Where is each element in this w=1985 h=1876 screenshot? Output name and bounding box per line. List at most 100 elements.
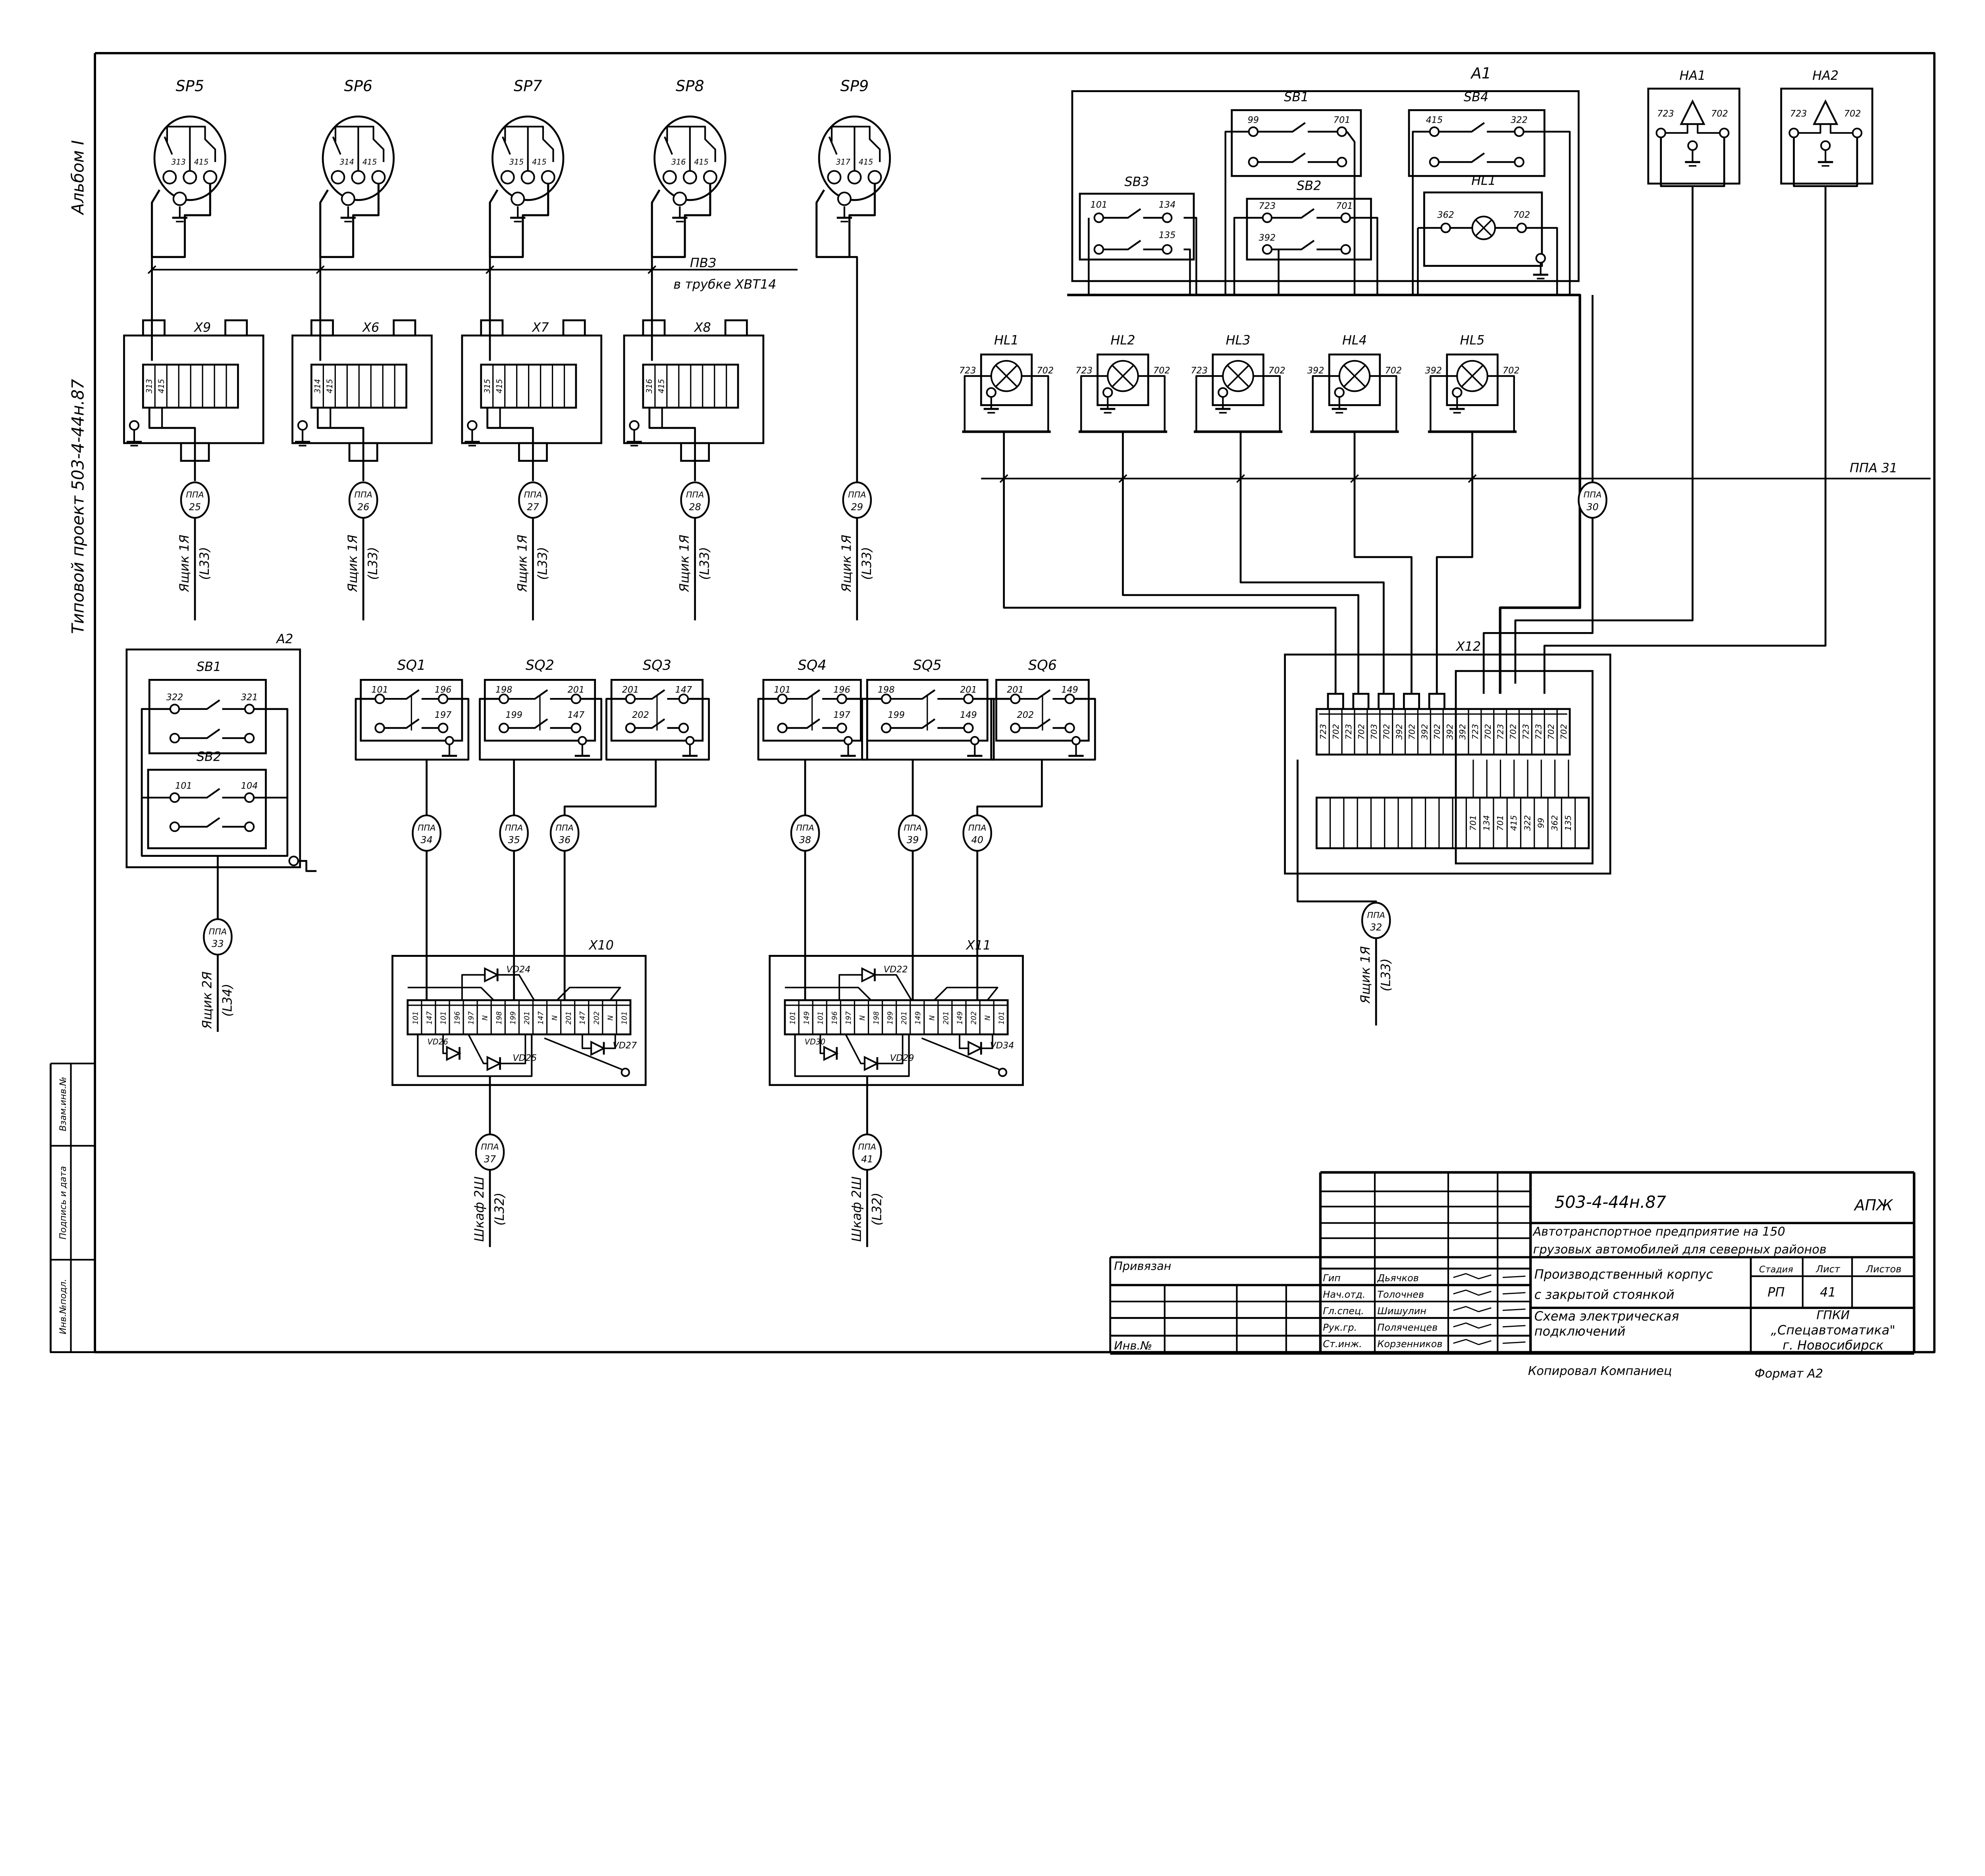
limit-switch-box (360, 679, 463, 742)
terminal-label: 415 (325, 379, 334, 393)
sensor-lead (489, 183, 549, 258)
ground-terminal (843, 736, 853, 746)
ground-terminal (467, 420, 478, 431)
destination-ref-label: (L33) (697, 547, 712, 580)
sensor-term-label: 316 (671, 158, 686, 167)
switch-term-label: 701 (1336, 201, 1353, 211)
destination-label: Ящик 1Я (345, 535, 360, 593)
switch-contact-blade (1015, 689, 1051, 700)
cable-number-label: 36 (559, 835, 570, 846)
switch-contact-blade (1015, 718, 1051, 729)
terminal-label: 415 (495, 379, 504, 393)
cable-crossing-tick (486, 265, 494, 274)
wire (838, 974, 862, 1001)
terminal-label: 199 (509, 1011, 517, 1024)
switch-term-label: 198 (495, 684, 513, 695)
terminal-label: 392 (1395, 724, 1404, 740)
sensor-body-outline (491, 115, 565, 201)
wire (1253, 375, 1281, 432)
terminal-circle (1429, 126, 1440, 137)
terminal-label: 701 (1468, 815, 1478, 831)
terminal-circle (963, 723, 974, 733)
sensor-terminal (673, 191, 687, 206)
sensor-internal-wire (504, 125, 554, 162)
cable-crossing-tick (1468, 474, 1477, 483)
switch-label: SB1 (197, 659, 221, 674)
ground-icon (1818, 150, 1833, 167)
switch-contact-blade (1267, 208, 1315, 219)
switch-contact-blade (504, 689, 548, 700)
switch-contact-blade (1434, 122, 1485, 133)
date-mark (1502, 1325, 1526, 1328)
sensor-lead (151, 183, 211, 258)
stamp-replaced-inv-label: Взам.инв.№ (58, 1077, 68, 1131)
terminal-label: N (859, 1015, 867, 1020)
terminal-circle (437, 723, 449, 733)
limit-switch-label: SQ1 (397, 657, 426, 673)
staff-name: Дьячков (1377, 1273, 1418, 1284)
ground-icon (464, 430, 480, 447)
ground-terminal (629, 420, 640, 431)
wire (1312, 375, 1339, 432)
cable-type-label: ППА (186, 490, 204, 499)
terminal-circle (244, 792, 255, 803)
switch-term-label: 99 (1248, 115, 1259, 125)
terminal-label: 198 (873, 1011, 881, 1024)
sensor-terminal (827, 170, 842, 185)
diode-triangle (823, 1045, 839, 1061)
signature-mark (1453, 1306, 1492, 1312)
terminal-label: 202 (970, 1011, 978, 1024)
switch-label: SB2 (197, 749, 221, 764)
switch-contact-blade (1434, 152, 1485, 163)
destination-label: Ящик 1Я (677, 535, 692, 593)
staff-role: Гл.спец. (1323, 1305, 1364, 1317)
switch-box (1231, 109, 1362, 177)
terminal-label: 101 (412, 1011, 420, 1024)
switch-contact-blade (782, 718, 821, 729)
terminal-circle (1336, 126, 1347, 137)
object-name-line2: грузовых автомобилей для северных районо… (1533, 1243, 1827, 1257)
switch-term-label: 147 (675, 684, 692, 695)
sensor-term-label: 313 (171, 158, 186, 167)
destination-ref-label: (L33) (535, 547, 550, 580)
cable-type-label: ППА (686, 490, 704, 499)
wire (1346, 131, 1356, 295)
terminal-label: N (928, 1015, 936, 1020)
sensor-lead (319, 183, 380, 258)
wire (959, 1034, 969, 1049)
terminal-bus-wedge (785, 987, 872, 1001)
sensor-switch-blade (332, 136, 341, 155)
cable-crossing-tick (147, 265, 156, 274)
terminal-label: 702 (1382, 724, 1391, 740)
drawing-code: 503-4-44н.87 (1555, 1193, 1666, 1212)
limit-switch-box (484, 679, 596, 742)
company-line3: г. Новосибирск (1783, 1338, 1884, 1353)
sensor-internal-wire (831, 125, 881, 162)
connector-tab (562, 319, 586, 337)
wire (442, 1034, 447, 1054)
wire (1183, 217, 1197, 295)
sensor-label: SP5 (175, 77, 204, 95)
signature-mark (1453, 1289, 1492, 1296)
connector-tab (642, 319, 666, 337)
indicator-box (1423, 191, 1543, 267)
stamp-signature-date-label: Подпись и дата (58, 1166, 68, 1240)
wire (1195, 375, 1223, 432)
limit-switch-label: SQ6 (1028, 657, 1057, 673)
wire (1183, 248, 1191, 295)
switch-term-label: 196 (833, 684, 850, 695)
terminal-circle (836, 693, 847, 704)
terminal-label: 101 (817, 1011, 825, 1024)
pvz-label: ПВЗ (690, 255, 716, 270)
terminal-label: 362 (1550, 815, 1559, 831)
